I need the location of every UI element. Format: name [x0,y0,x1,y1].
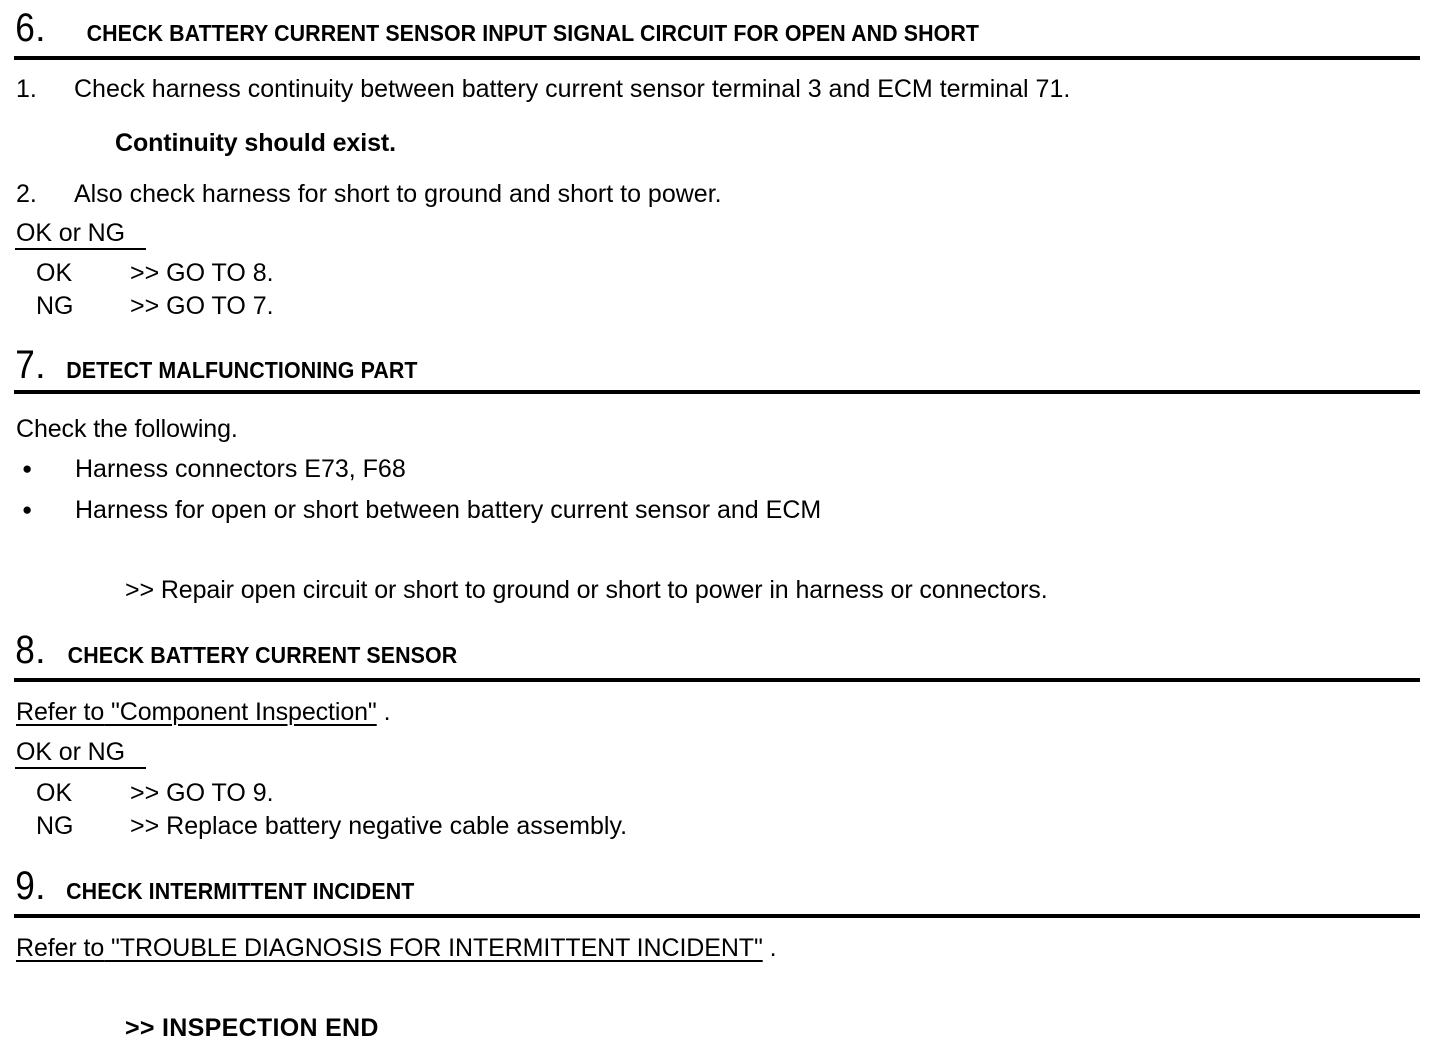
result-action: >> Replace battery negative cable assemb… [130,812,628,840]
step-number-dot: . [36,875,44,905]
judgement-label: OK or NG [16,219,125,247]
result-row: OK >> GO TO 9. [36,781,274,806]
reference-link[interactable]: "Component Inspection" [111,698,377,726]
result-label: NG [36,812,74,840]
result-action: >> GO TO 9. [130,779,274,807]
action-text: >> Repair open circuit or short to groun… [125,576,1048,604]
step-number-dot: . [36,354,44,384]
specification-text: Continuity should exist. [115,129,396,157]
section-divider [14,678,1420,682]
reference-line: Refer to "TROUBLE DIAGNOSIS FOR INTERMIT… [16,934,777,962]
result-label: NG [36,292,74,320]
section-divider [14,390,1420,394]
step-title: CHECK BATTERY CURRENT SENSOR INPUT SIGNA… [86,20,980,46]
result-row: OK >> GO TO 8. [36,261,274,286]
lead-text: Check the following. [16,415,238,443]
section-divider [14,914,1420,918]
list-item-text: Harness connectors E73, F68 [75,455,406,483]
step-number-dot: . [36,639,44,669]
instruction-marker: 2. [16,180,37,208]
reference-line: Refer to "Component Inspection" . [16,698,391,726]
reference-prefix: Refer to [16,698,105,726]
instruction-text: Also check harness for short to ground a… [74,180,722,208]
result-row: NG >> Replace battery negative cable asse… [36,814,627,839]
reference-prefix: Refer to [16,934,105,962]
instruction-text: Check harness continuity between battery… [74,75,1071,103]
bullet-icon: ● [22,459,33,478]
list-item: ● Harness for open or short between batte… [22,497,821,523]
reference-suffix: . [383,698,391,726]
section-divider [14,56,1420,60]
judgement-label: OK or NG [16,738,125,766]
result-action: >> GO TO 7. [130,292,274,320]
result-label: OK [36,259,73,287]
step-heading-6: 6 . CHECK BATTERY CURRENT SENSOR INPUT S… [14,8,1013,48]
judgement-underline [15,767,146,769]
bullet-icon: ● [22,500,33,519]
instruction-marker: 1. [16,75,37,103]
step-heading-9: 9 . CHECK INTERMITTENT INCIDENT [14,866,428,906]
instruction-item: 2. Also check harness for short to ground… [16,182,722,207]
step-heading-7: 7 . DETECT MALFUNCTIONING PART [14,345,431,385]
action-text: >> INSPECTION END [125,1014,379,1042]
step-title: CHECK INTERMITTENT INCIDENT [66,878,415,904]
step-number: 6 [15,6,35,50]
result-action: >> GO TO 8. [130,259,274,287]
step-number: 7 [15,343,35,387]
result-label: OK [36,779,73,807]
step-heading-8: 8 . CHECK BATTERY CURRENT SENSOR [14,630,472,670]
step-number: 9 [15,864,35,908]
step-number-dot: . [36,17,44,47]
list-item-text: Harness for open or short between batter… [75,496,822,524]
step-title: CHECK BATTERY CURRENT SENSOR [67,642,458,668]
reference-suffix: . [769,934,777,962]
judgement-underline [15,248,146,250]
step-title: DETECT MALFUNCTIONING PART [66,357,418,383]
list-item: ● Harness connectors E73, F68 [22,456,406,482]
instruction-item: 1. Check harness continuity between batte… [16,77,1070,102]
reference-link[interactable]: "TROUBLE DIAGNOSIS FOR INTERMITTENT INCI… [111,934,763,962]
result-row: NG >> GO TO 7. [36,294,274,319]
step-number: 8 [15,628,35,672]
